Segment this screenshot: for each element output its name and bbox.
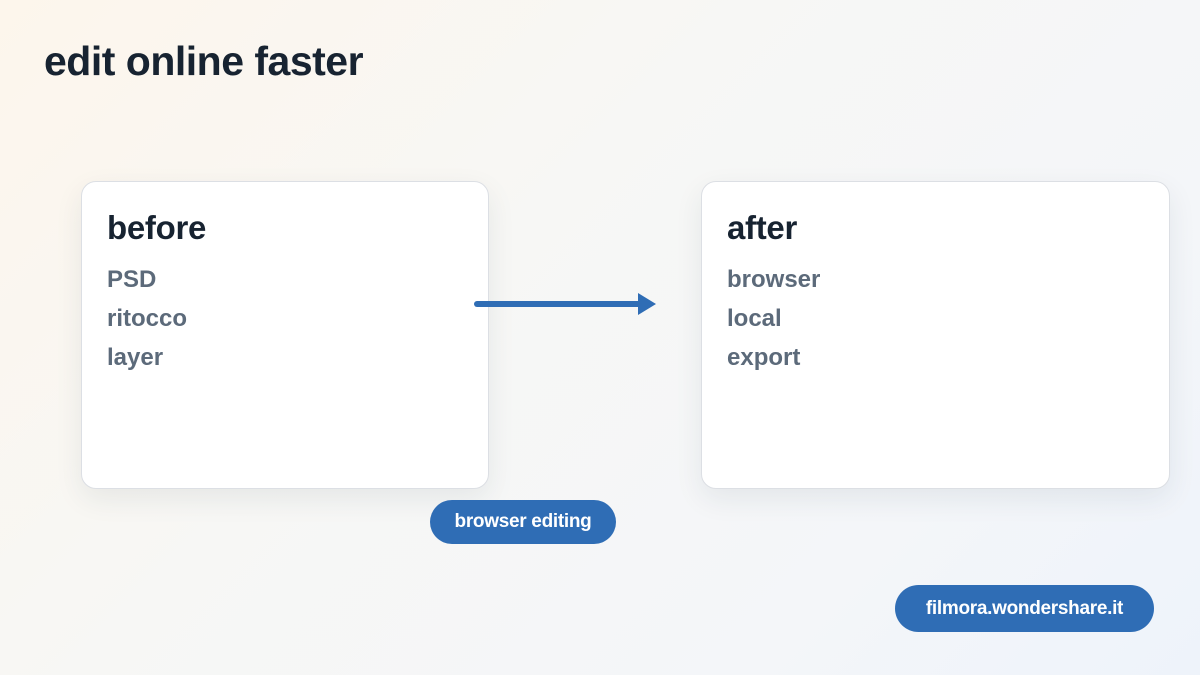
after-card: after browser local export	[701, 181, 1170, 489]
after-heading: after	[727, 209, 798, 246]
right-arrow-icon	[474, 293, 656, 315]
list-item: browser	[727, 266, 821, 293]
list-item: export	[727, 344, 801, 371]
after-list: browser local export	[727, 260, 820, 377]
list-item: layer	[107, 344, 164, 371]
list-item: PSD	[107, 266, 157, 293]
before-card: before PSD ritocco layer	[81, 181, 489, 489]
list-item: ritocco	[107, 305, 188, 332]
before-list: PSD ritocco layer	[107, 260, 187, 377]
list-item: local	[727, 305, 782, 332]
arrow-head	[638, 293, 656, 315]
before-heading: before	[107, 209, 207, 246]
source-badge: filmora.wondershare.it	[895, 585, 1154, 632]
caption-badge: browser editing	[430, 500, 616, 544]
page-title: edit online faster	[44, 38, 364, 84]
